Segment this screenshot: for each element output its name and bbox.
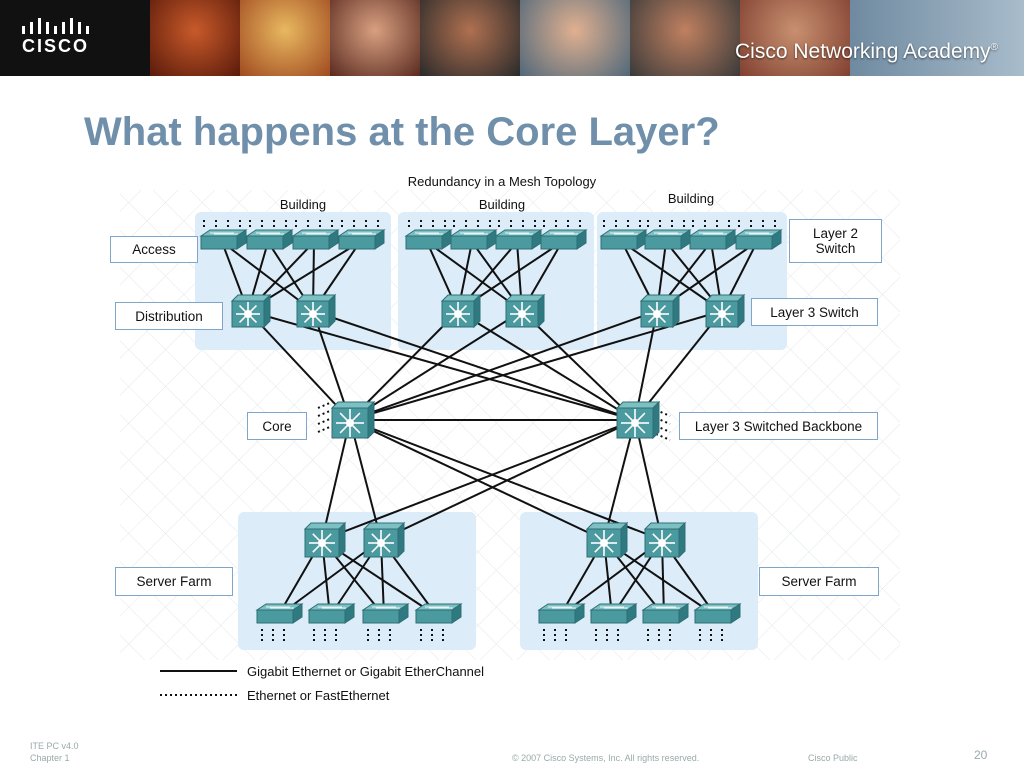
academy-cisco: Cisco <box>735 40 788 63</box>
banner-photo <box>520 0 630 76</box>
link <box>247 310 351 421</box>
layer2-switch-icon <box>643 229 692 250</box>
layer2-switch-icon <box>537 603 586 624</box>
link <box>521 310 636 421</box>
legend-solid-label: Gigabit Ethernet or Gigabit EtherChannel <box>247 664 484 679</box>
link <box>634 419 663 541</box>
building-label-1: Building <box>280 197 326 212</box>
link <box>349 310 658 421</box>
layer3-switch-icon <box>704 293 746 329</box>
layer2-switch-icon <box>291 229 340 250</box>
layer3-switch-icon <box>504 293 546 329</box>
layer2-switch-icon <box>641 603 690 624</box>
layer2-switch-icon <box>199 229 248 250</box>
layer3-switch-icon <box>615 400 661 440</box>
label-server-farm-right: Server Farm <box>759 567 879 596</box>
label-distribution: Distribution <box>115 302 223 330</box>
footer-page-number: 20 <box>974 748 988 762</box>
academy-name: Networking Academy <box>787 40 991 63</box>
banner-photo <box>330 0 420 76</box>
link <box>457 310 636 421</box>
layer2-switch-icon <box>599 229 648 250</box>
label-core: Core <box>247 412 307 440</box>
layer3-switch-icon <box>440 293 482 329</box>
network-devices <box>199 229 783 624</box>
layer2-switch-icon <box>688 229 737 250</box>
layer2-switch-icon <box>337 229 386 250</box>
registered-mark: ® <box>990 42 998 53</box>
ethernet-links <box>203 220 776 641</box>
layer2-switch-icon <box>307 603 356 624</box>
academy-logo: Cisco Networking Academy® <box>735 40 998 64</box>
footer-copyright: © 2007 Cisco Systems, Inc. All rights re… <box>512 753 700 763</box>
cisco-logo: CISCO <box>0 0 150 76</box>
layer2-switch-icon <box>539 229 588 250</box>
label-layer3-switch: Layer 3 Switch <box>751 298 878 326</box>
legend-dotted-label: Ethernet or FastEthernet <box>247 688 390 703</box>
layer2-switch-icon <box>361 603 410 624</box>
link <box>349 310 523 421</box>
banner-photo <box>740 0 850 76</box>
footer-course: ITE PC v4.0 <box>30 741 79 751</box>
link <box>349 419 382 541</box>
link <box>349 419 605 541</box>
link <box>321 419 351 541</box>
header-banner: CISCO Cisco Networking Academy® <box>0 0 1024 76</box>
link <box>312 310 636 421</box>
label-layer2-switch: Layer 2 Switch <box>789 219 882 263</box>
layer3-switch-icon <box>303 521 347 559</box>
layer3-switch-icon <box>295 293 337 329</box>
layer3-switch-icon <box>362 521 406 559</box>
link <box>426 241 523 312</box>
link <box>621 241 723 312</box>
layer3-switch-icon <box>643 521 687 559</box>
layer3-switch-icon <box>585 521 629 559</box>
layer2-switch-icon <box>734 229 783 250</box>
layer3-switch-icon <box>230 293 272 329</box>
layer2-switch-icon <box>255 603 304 624</box>
footer-classification: Cisco Public <box>808 753 858 763</box>
layer2-switch-icon <box>494 229 543 250</box>
layer2-switch-icon <box>449 229 498 250</box>
label-switched-backbone: Layer 3 Switched Backbone <box>679 412 878 440</box>
page-title: What happens at the Core Layer? <box>84 110 720 154</box>
banner-photo <box>150 0 240 76</box>
banner-photo <box>420 0 520 76</box>
layer2-switch-icon <box>245 229 294 250</box>
layer2-switch-icon <box>693 603 742 624</box>
link <box>349 310 723 421</box>
footer-chapter: Chapter 1 <box>30 753 70 763</box>
layer2-switch-icon <box>404 229 453 250</box>
cisco-bridge-icon <box>22 18 89 34</box>
label-layer2-line1: Layer 2 <box>812 226 859 241</box>
banner-photo <box>630 0 740 76</box>
layer3-switch-icon <box>639 293 681 329</box>
building-label-2: Building <box>479 197 525 212</box>
banner-photo <box>850 0 1024 76</box>
layer2-switch-icon <box>414 603 463 624</box>
cisco-wordmark: CISCO <box>22 36 90 56</box>
label-access: Access <box>110 236 198 263</box>
label-layer2-line2: Switch <box>815 241 856 256</box>
building-label-3: Building <box>668 191 714 206</box>
layer2-switch-icon <box>589 603 638 624</box>
diagram-title: Redundancy in a Mesh Topology <box>408 174 597 189</box>
layer3-switch-icon <box>330 400 376 440</box>
banner-photo <box>240 0 330 76</box>
label-server-farm-left: Server Farm <box>115 567 233 596</box>
link <box>247 310 636 421</box>
link <box>349 419 663 541</box>
